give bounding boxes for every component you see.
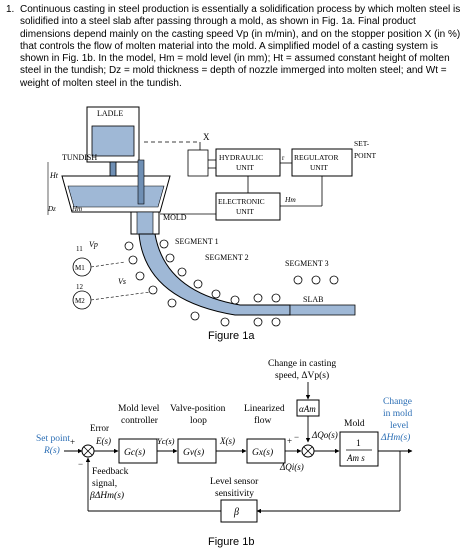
controller-label-1: Mold level	[118, 404, 160, 414]
r-label: r	[282, 154, 285, 162]
controller-label-2: controller	[121, 416, 159, 426]
valve-loop-label-2: loop	[190, 416, 207, 426]
gc-label: Gc(s)	[124, 447, 145, 458]
regulator-unit: REGULATOR UNIT	[291, 148, 353, 177]
feedback-label-2: signal,	[92, 479, 117, 489]
mold-denominator: Am s	[346, 453, 365, 463]
mold-block	[339, 431, 379, 467]
dz-label: Dz	[47, 205, 56, 213]
change-level-label-4: ΔHm(s)	[380, 432, 410, 443]
change-speed-label-2: speed, ΔVp(s)	[275, 370, 329, 381]
x-label: X	[203, 132, 210, 142]
mold: MOLD	[130, 211, 187, 235]
stopper-rod	[137, 159, 145, 205]
ht-label: Ht	[49, 171, 59, 180]
ladle: LADLE	[86, 106, 140, 181]
electronic-unit: ELECTRONIC UNIT	[215, 192, 281, 221]
change-level-label-1: Change	[383, 397, 412, 407]
electronic-label: ELECTRONIC	[218, 197, 265, 206]
regulator-label-2: UNIT	[310, 163, 328, 172]
beta-block	[220, 499, 258, 523]
ladle-label: LADLE	[97, 109, 123, 118]
plus-sign-2: +	[287, 436, 292, 446]
setpoint-label-2: R(s)	[43, 445, 60, 456]
flow-label-2: flow	[254, 415, 272, 426]
hydraulic-label: HYDRAULIC	[219, 153, 263, 162]
segment3-label: SEGMENT 3	[285, 259, 329, 268]
sensor-label-1: Level sensor	[210, 477, 259, 487]
gx-block	[246, 438, 286, 464]
feedback-label-1: Feedback	[92, 467, 129, 477]
deltaqi-label: ΔQi(s)	[279, 462, 304, 472]
hm-label: Hm	[71, 205, 82, 213]
rollers	[124, 239, 339, 327]
figure-1b-caption: Figure 1b	[208, 536, 255, 548]
slab	[289, 304, 356, 316]
problem-text: Continuous casting in steel production i…	[20, 4, 461, 89]
gv-label: Gv(s)	[183, 447, 204, 458]
m2-label: M2	[75, 297, 85, 305]
minus-sign-2: −	[294, 432, 299, 442]
n12-label: 12	[76, 283, 84, 291]
segment1-label: SEGMENT 1	[175, 237, 219, 246]
regulator-label: REGULATOR	[294, 153, 338, 162]
problem-number: 1.	[6, 4, 15, 15]
hydraulic-unit: HYDRAULIC UNIT	[215, 148, 281, 177]
xs-label: X(s)	[219, 436, 235, 446]
mold-label: MOLD	[163, 213, 187, 222]
n11-label: 11	[76, 245, 83, 253]
gx-label: Gx(s)	[252, 447, 273, 458]
yc-label: Yc(s)	[157, 436, 175, 446]
electronic-label-2: UNIT	[236, 207, 254, 216]
plus-sign-1: +	[70, 437, 75, 447]
change-level-label-2: in mold	[383, 409, 413, 419]
beta-label: β	[233, 507, 239, 518]
valve-loop-label-1: Valve-position	[170, 404, 226, 414]
setpoint-label-1: Set point	[36, 434, 70, 444]
hm2-label: Hm	[284, 195, 296, 204]
error-label: Error	[90, 423, 109, 433]
flow-label-1: Linearized	[244, 404, 285, 414]
mold-numerator: 1	[356, 439, 361, 449]
setpoint-label: SET-	[354, 139, 370, 148]
slab-label: SLAB	[303, 295, 323, 304]
tundish-label: TUNDISH	[62, 153, 97, 162]
alpha-am-label: αAm	[299, 404, 316, 414]
gv-block	[177, 438, 217, 464]
es-label: E(s)	[95, 436, 111, 446]
motors: 11 Vp M1 12 Vs M2	[72, 240, 151, 310]
change-speed-label-1: Change in casting	[268, 359, 336, 369]
vs-label: Vs	[118, 277, 126, 286]
actuator	[187, 149, 209, 177]
setpoint-label-2: POINT	[354, 151, 377, 160]
sensor-label-2: sensitivity	[215, 489, 254, 499]
problem-statement: 1. Continuous casting in steel productio…	[6, 4, 468, 90]
segment2-label: SEGMENT 2	[205, 253, 249, 262]
figure-1a-caption: Figure 1a	[208, 330, 255, 342]
hydraulic-label-2: UNIT	[236, 163, 254, 172]
vp-label: Vp	[89, 240, 98, 249]
minus-sign-1: −	[78, 459, 83, 469]
change-level-label-3: level	[390, 421, 409, 431]
mold-block-title: Mold	[344, 419, 365, 429]
feedback-label-3: βΔHm(s)	[89, 490, 124, 501]
deltaqo-label: ΔQo(s)	[311, 430, 338, 440]
m1-label: M1	[75, 264, 85, 272]
